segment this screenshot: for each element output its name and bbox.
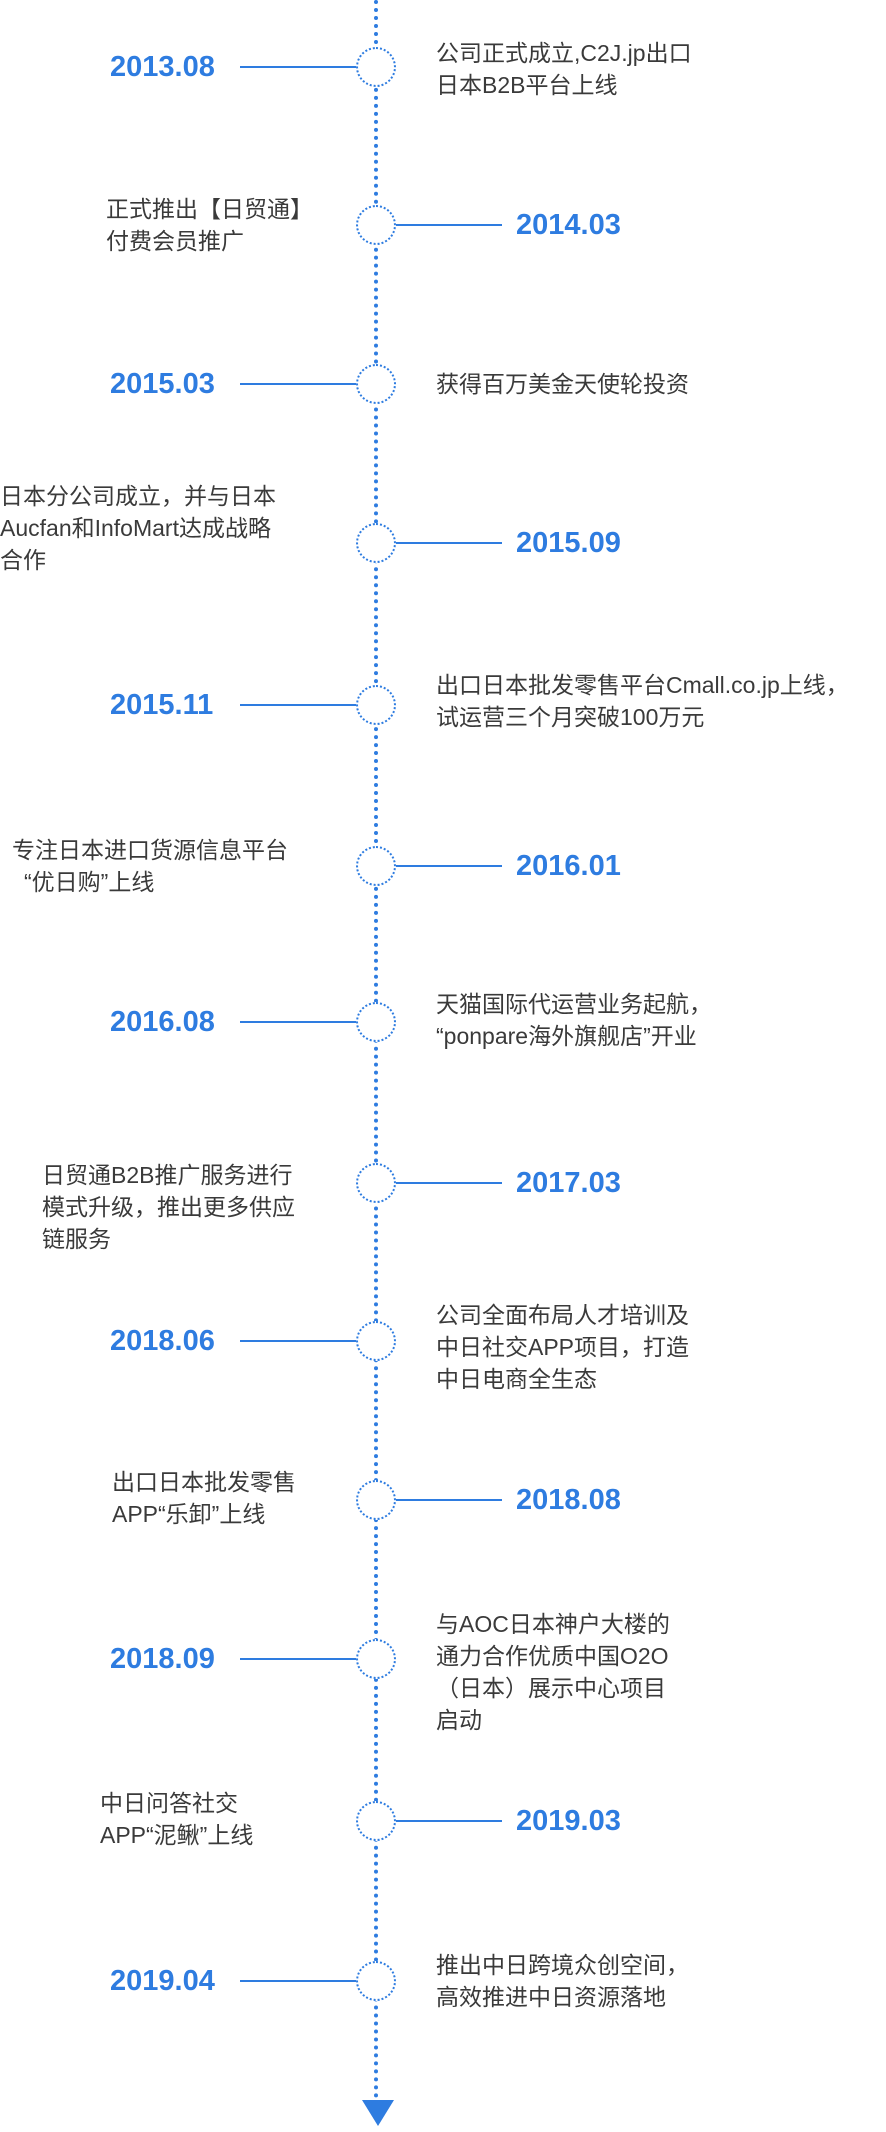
- event-description-line: 高效推进中日资源落地: [436, 1984, 666, 2010]
- event-description: 出口日本批发零售 APP“乐卸”上线: [112, 1466, 432, 1530]
- event-year: 2018.06: [110, 1325, 215, 1357]
- event-node-icon: [356, 1321, 396, 1361]
- event-node-icon: [356, 1801, 396, 1841]
- event-description: 日贸通B2B推广服务进行 模式升级，推出更多供应 链服务: [42, 1159, 362, 1255]
- event-year: 2015.03: [110, 368, 215, 400]
- event-description-line: 日本分公司成立，并与日本: [0, 483, 276, 509]
- event-description-line: 链服务: [42, 1226, 111, 1252]
- event-connector: [396, 1499, 502, 1501]
- event-node-icon: [356, 685, 396, 725]
- event-description: 天猫国际代运营业务起航， “ponpare海外旗舰店”开业: [436, 988, 876, 1052]
- event-description-line: 出口日本批发零售平台Cmall.co.jp上线，: [436, 672, 849, 698]
- event-connector: [396, 1182, 502, 1184]
- event-connector: [240, 1340, 356, 1342]
- event-description-line: “ponpare海外旗舰店”开业: [436, 1023, 697, 1049]
- event-description: 公司全面布局人才培训及 中日社交APP项目，打造 中日电商全生态: [436, 1299, 876, 1395]
- event-node-icon: [356, 1163, 396, 1203]
- event-year: 2015.09: [516, 527, 621, 559]
- event-description-line: “优日购”上线: [24, 869, 155, 895]
- event-connector: [240, 1980, 356, 1982]
- event-description-line: 试运营三个月突破100万元: [436, 704, 705, 730]
- event-description-line: 付费会员推广: [106, 228, 244, 254]
- event-year: 2016.08: [110, 1006, 215, 1038]
- event-node-icon: [356, 1002, 396, 1042]
- event-description-line: 合作: [0, 547, 46, 573]
- event-connector: [396, 224, 502, 226]
- event-connector: [240, 1021, 356, 1023]
- event-year: 2017.03: [516, 1167, 621, 1199]
- timeline-axis: [374, 0, 378, 2100]
- event-connector: [240, 704, 356, 706]
- event-description: 正式推出【日贸通】 付费会员推广: [106, 193, 426, 257]
- event-description-line: 公司全面布局人才培训及: [436, 1302, 689, 1328]
- event-description-line: 公司正式成立,C2J.jp出口: [436, 40, 692, 66]
- event-description-line: 出口日本批发零售: [112, 1469, 296, 1495]
- event-description: 公司正式成立,C2J.jp出口 日本B2B平台上线: [436, 37, 876, 101]
- event-year: 2016.01: [516, 850, 621, 882]
- event-node-icon: [356, 846, 396, 886]
- event-description-line: 模式升级，推出更多供应: [42, 1194, 295, 1220]
- event-description: 中日问答社交 APP“泥鳅”上线: [100, 1787, 420, 1851]
- event-description-line: 正式推出【日贸通】: [106, 196, 313, 222]
- event-connector: [396, 542, 502, 544]
- event-year: 2015.11: [110, 689, 214, 721]
- event-connector: [240, 66, 356, 68]
- event-connector: [240, 383, 356, 385]
- event-year: 2019.04: [110, 1965, 215, 1997]
- event-description-line: 中日电商全生态: [436, 1366, 597, 1392]
- event-description: 与AOC日本神户大楼的 通力合作优质中国O2O （日本）展示中心项目 启动: [436, 1608, 876, 1736]
- event-description-line: 中日问答社交: [100, 1790, 238, 1816]
- event-description-line: 与AOC日本神户大楼的: [436, 1611, 670, 1637]
- event-year: 2018.08: [516, 1484, 621, 1516]
- event-node-icon: [356, 523, 396, 563]
- event-node-icon: [356, 1639, 396, 1679]
- event-year: 2014.03: [516, 209, 621, 241]
- event-description: 出口日本批发零售平台Cmall.co.jp上线， 试运营三个月突破100万元: [436, 669, 876, 733]
- event-description: 专注日本进口货源信息平台 “优日购”上线: [12, 834, 332, 898]
- event-description-line: 通力合作优质中国O2O: [436, 1643, 669, 1669]
- event-description-line: 获得百万美金天使轮投资: [436, 371, 689, 397]
- event-description-line: Aucfan和InfoMart达成战略: [0, 515, 271, 541]
- event-node-icon: [356, 1961, 396, 2001]
- event-node-icon: [356, 1480, 396, 1520]
- event-description-line: 日贸通B2B推广服务进行: [42, 1162, 293, 1188]
- event-connector: [396, 1820, 502, 1822]
- event-description: 获得百万美金天使轮投资: [436, 368, 876, 400]
- event-year: 2013.08: [110, 51, 215, 83]
- event-connector: [240, 1658, 356, 1660]
- event-description-line: 天猫国际代运营业务起航，: [436, 991, 712, 1017]
- event-description: 日本分公司成立，并与日本 Aucfan和InfoMart达成战略 合作: [0, 480, 320, 576]
- event-description-line: 启动: [436, 1707, 482, 1733]
- event-node-icon: [356, 47, 396, 87]
- event-description-line: 推出中日跨境众创空间，: [436, 1952, 689, 1978]
- event-description-line: 中日社交APP项目，打造: [436, 1334, 690, 1360]
- event-node-icon: [356, 364, 396, 404]
- event-description-line: APP“泥鳅”上线: [100, 1822, 254, 1848]
- event-description-line: （日本）展示中心项目: [436, 1675, 666, 1701]
- event-year: 2018.09: [110, 1643, 215, 1675]
- event-description-line: 日本B2B平台上线: [436, 72, 618, 98]
- timeline-arrow-icon: [362, 2100, 394, 2126]
- event-node-icon: [356, 205, 396, 245]
- event-description: 推出中日跨境众创空间， 高效推进中日资源落地: [436, 1949, 876, 2013]
- event-description-line: APP“乐卸”上线: [112, 1501, 266, 1527]
- event-description-line: 专注日本进口货源信息平台: [12, 837, 288, 863]
- event-year: 2019.03: [516, 1805, 621, 1837]
- event-connector: [396, 865, 502, 867]
